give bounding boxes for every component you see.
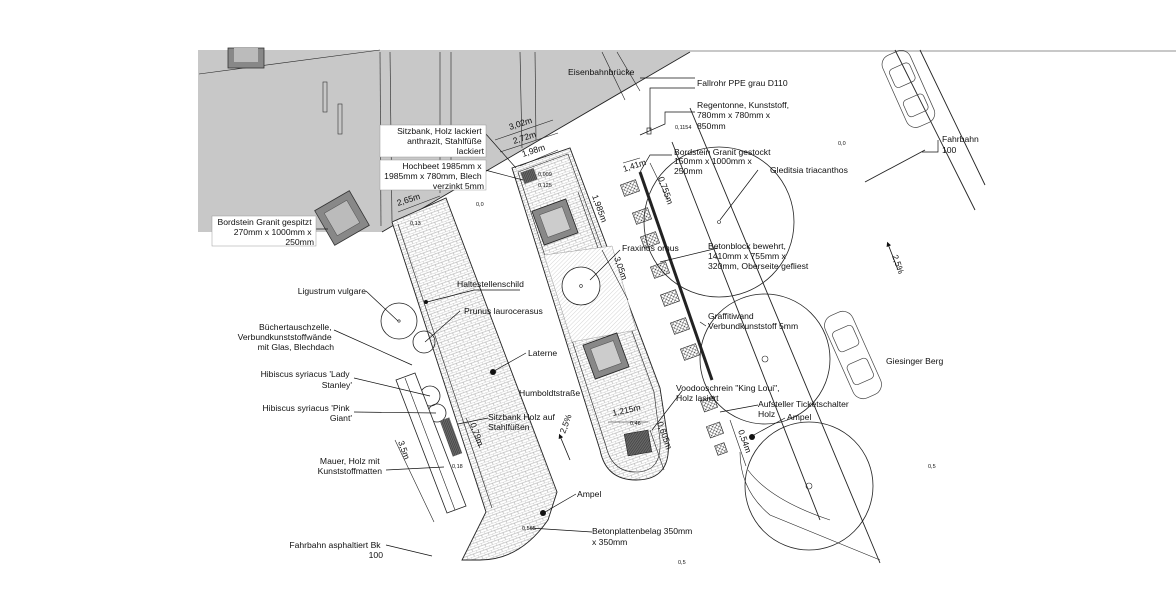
label-eisenbahnbruecke: Eisenbahnbrücke xyxy=(568,67,635,77)
level-018: 0,18 xyxy=(452,464,463,470)
label-prunus: Prunus laurocerasus xyxy=(464,306,543,316)
concrete-blocks xyxy=(620,179,728,456)
level-0125: 0,125 xyxy=(538,183,552,189)
label-betonplatten: Betonplattenbelag 350mm x 350mm xyxy=(592,526,695,547)
prunus-tree xyxy=(412,330,436,354)
level-0009: 0,009 xyxy=(538,172,552,178)
laterne-point xyxy=(490,369,496,375)
car-giesinger xyxy=(824,310,882,400)
label-hibiscus-pink: Hibiscus syriacus 'Pink Giant' xyxy=(262,403,352,423)
label-giesinger: Giesinger Berg xyxy=(886,356,944,366)
slope-right: 2,5% xyxy=(890,253,906,275)
level-013: 0,13 xyxy=(410,221,421,227)
label-fraxinus: Fraxinus ornus xyxy=(622,243,679,253)
label-ticket: Aufsteller Ticketschalter Holz xyxy=(758,399,851,419)
label-ampel-right: Ampel xyxy=(787,412,811,422)
gleditsia-tree-3 xyxy=(744,421,874,551)
level-00: 0,0 xyxy=(476,202,484,208)
hochbeet-2 xyxy=(582,332,630,380)
voodoo-shrine xyxy=(623,429,653,457)
label-sitzbank-stahl: Sitzbank Holz auf Stahlfüßen xyxy=(488,412,557,432)
level-05a: 0,5 xyxy=(928,464,936,470)
label-hibiscus-lady: Hibiscus syriacus 'Lady Stanley' xyxy=(261,369,353,390)
dim-35: 3,5m xyxy=(396,439,412,460)
car-top-right xyxy=(881,50,936,128)
level-046: 0,46 xyxy=(630,421,641,427)
label-hochbeet: Hochbeet 1985mm x 1985mm x 780mm, Blech … xyxy=(384,161,484,191)
tree-pit-left xyxy=(314,190,370,246)
dim-054: 0,54m xyxy=(736,428,754,454)
label-humboldt: Humboldtstraße xyxy=(519,388,580,398)
slope-mid: 2,5% xyxy=(557,413,573,435)
label-betonblock: Betonblock bewehrt, 1410mm x 755mm x 320… xyxy=(708,241,809,271)
label-bordstein-gespitzt: Bordstein Granit gespitzt 270mm x 1000mm… xyxy=(218,217,315,247)
regentonne-level: 0,1154 xyxy=(675,125,691,131)
sitzbank-stahl xyxy=(439,417,463,457)
left-sidewalk-paving xyxy=(391,197,558,561)
haltestelle-point xyxy=(424,300,428,304)
gleditsia-tree-1 xyxy=(643,146,795,298)
leader-lines xyxy=(315,77,939,557)
label-fahrbahn-asphalt: Fahrbahn asphaltiert Bk 100 xyxy=(289,540,383,560)
gleditsia-tree-2 xyxy=(699,293,831,425)
label-sitzbank-top: Sitzbank, Holz lackiert anthrazit, Stahl… xyxy=(397,126,485,156)
label-haltestellenschild: Haltestellenschild xyxy=(457,279,524,289)
label-laterne: Laterne xyxy=(528,348,557,358)
label-fahrbahn-top: Fahrbahn 100 xyxy=(942,134,981,155)
label-buechertausch: Büchertauschzelle, Verbundkunststoffwänd… xyxy=(238,322,335,352)
sitzbank-top xyxy=(520,167,538,185)
fraxinus-tree xyxy=(561,266,601,306)
ampel-left-point xyxy=(540,510,546,516)
hochbeet-1 xyxy=(531,198,579,246)
level-0565: 0,565 xyxy=(522,526,536,532)
label-voodoo: Voodooschrein "King Loui", Holz lasiert xyxy=(676,383,782,403)
graffiti-wall xyxy=(638,171,714,381)
dimension-lines xyxy=(394,119,747,523)
label-bordstein-gestockt: Bordstein Granit gestockt 150mm x 1000mm… xyxy=(674,147,773,176)
label-mauer: Mauer, Holz mit Kunststoffmatten xyxy=(318,456,383,476)
label-regentonne: Regentonne, Kunststoff, 780mm x 780mm x … xyxy=(697,100,791,131)
mauer-wall xyxy=(395,372,467,514)
dim-141: 1,41m xyxy=(622,157,648,174)
level-05b: 0,5 xyxy=(678,560,686,566)
label-gleditsia: Gleditsia triacanthos xyxy=(770,165,848,175)
dim-0755: 0,755m xyxy=(656,175,675,205)
label-ligustrum: Ligustrum vulgare xyxy=(298,286,367,296)
label-ampel-left: Ampel xyxy=(577,489,601,499)
level-right-top: 0,0 xyxy=(838,141,846,147)
ligustrum-tree xyxy=(380,302,418,340)
label-fallrohr: Fallrohr PPE grau D110 xyxy=(697,78,788,88)
label-graffitiwand: Graffitiwand Verbundkunststoff 5mm xyxy=(708,311,798,331)
